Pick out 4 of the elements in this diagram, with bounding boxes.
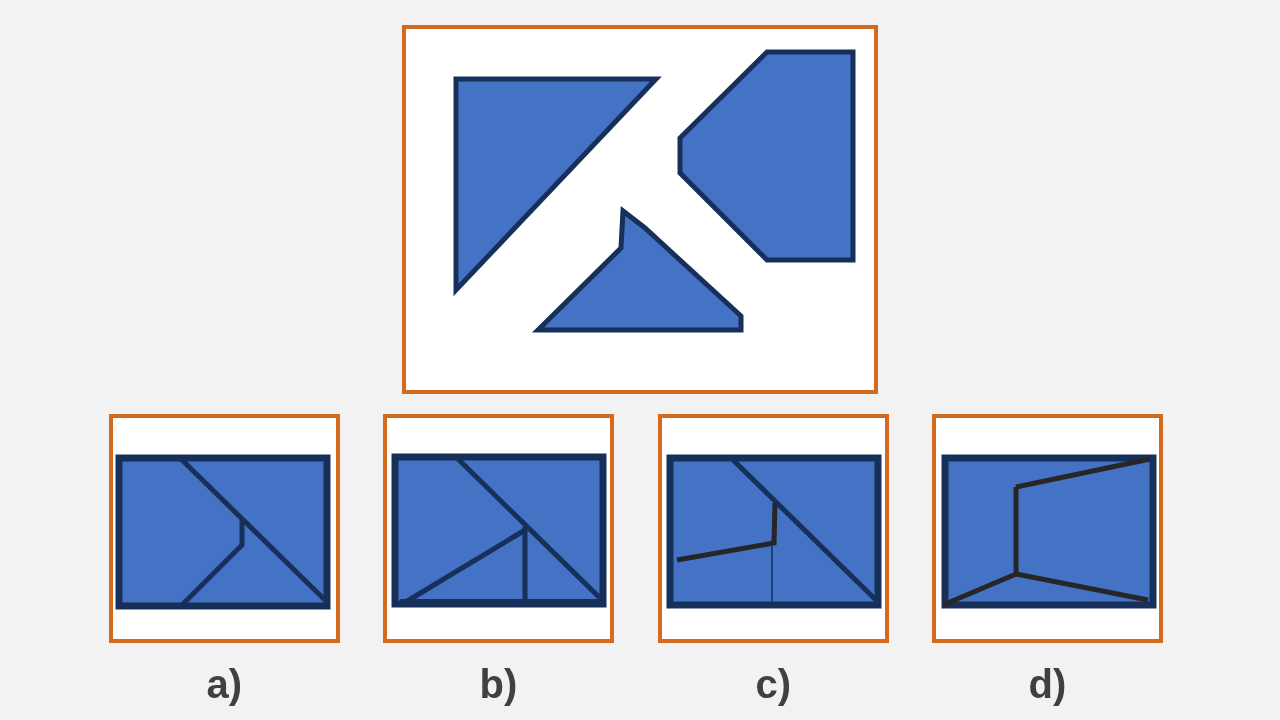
option-label: b) — [479, 664, 518, 704]
option-label: d) — [1028, 664, 1067, 704]
option-label: a) — [206, 664, 243, 704]
option-label: c) — [755, 664, 792, 704]
